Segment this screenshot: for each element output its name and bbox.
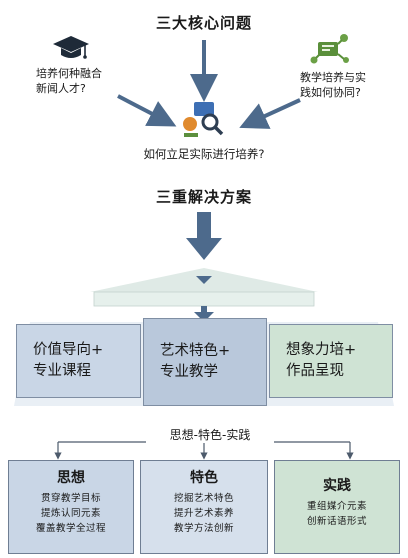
- detail-feature-title: 特色: [190, 470, 218, 486]
- arrow-left-to-center: [117, 94, 177, 127]
- detail-thought-line: 贯穿教学目标: [40, 493, 101, 504]
- question-arrows: [117, 40, 301, 129]
- solution-value-line1: 价值导向+: [33, 342, 104, 358]
- detail-thought-line: 提炼认同元素: [40, 508, 101, 519]
- question-right-line2: 践如何协同?: [300, 86, 361, 99]
- arrow-right-to-center: [239, 98, 301, 129]
- detail-feature-line: 提升艺术素养: [173, 508, 234, 519]
- question-left-line2: 新闻人才?: [36, 82, 86, 95]
- distribution-platform: [90, 268, 318, 322]
- detail-thought-title: 思想: [57, 470, 85, 486]
- question-right: 教学培养与实 践如何协同?: [300, 70, 400, 100]
- detail-feature-line: 挖掘艺术特色: [173, 493, 234, 504]
- detail-box-practice: 实践 重组媒介元素 创新话语形式: [274, 460, 400, 554]
- down-arrow-large: [186, 212, 222, 260]
- middle-title: 三重解决方案: [155, 188, 252, 206]
- solution-box-art: 艺术特色+ 专业教学: [143, 318, 267, 406]
- detail-practice-title: 实践: [323, 478, 351, 494]
- solution-value-line2: 专业课程: [33, 363, 91, 379]
- detail-feature-line: 教学方法创新: [173, 523, 234, 534]
- solution-art-line1: 艺术特色+: [160, 343, 231, 359]
- solution-imagination-line2: 作品呈现: [286, 363, 344, 379]
- question-left: 培养何种融合 新闻人才?: [36, 66, 136, 96]
- detail-box-thought: 思想 贯穿教学目标 提炼认同元素 覆盖教学全过程: [8, 460, 134, 554]
- top-title: 三大核心问题: [155, 14, 252, 32]
- solution-art-line2: 专业教学: [160, 364, 218, 380]
- detail-box-feature: 特色 挖掘艺术特色 提升艺术素养 教学方法创新: [140, 460, 268, 554]
- solution-imagination-line1: 想象力培+: [286, 342, 357, 358]
- detail-thought-line: 覆盖教学全过程: [35, 523, 106, 534]
- collaboration-network-icon: [310, 34, 349, 64]
- detail-practice-line: 重组媒介元素: [306, 501, 367, 512]
- solution-box-value: 价值导向+ 专业课程: [16, 324, 141, 398]
- question-left-line1: 培养何种融合: [36, 67, 102, 80]
- graduation-cap-icon: [53, 36, 89, 59]
- detail-practice-line: 创新话语形式: [306, 516, 367, 527]
- question-center: 如何立足实际进行培养?: [143, 147, 265, 161]
- flow-label: 思想-特色-实践: [146, 426, 274, 443]
- question-right-line1: 教学培养与实: [300, 71, 366, 84]
- magnifier-analytics-icon: [183, 102, 224, 137]
- solution-box-imagination: 想象力培+ 作品呈现: [269, 324, 393, 398]
